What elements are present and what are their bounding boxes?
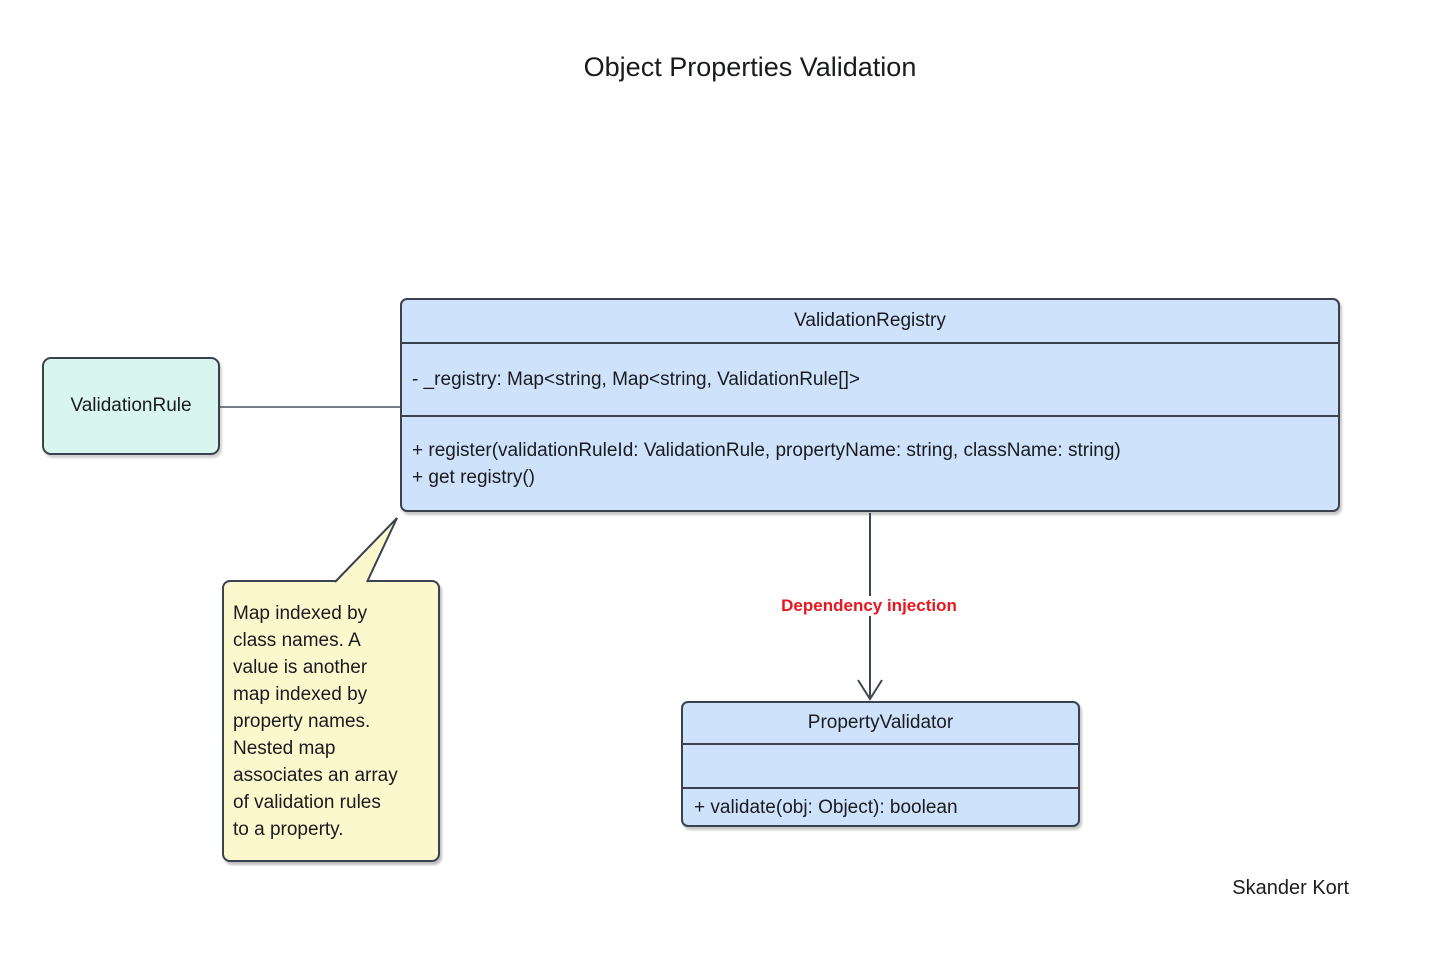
- note-tail-fill: [335, 518, 397, 582]
- dependency-arrowhead-icon: [857, 679, 883, 701]
- author-credit: Skander Kort: [1232, 877, 1349, 899]
- property-validator-attributes: [683, 745, 1078, 789]
- validation-registry-header: ValidationRegistry: [402, 300, 1338, 344]
- note-callout: Map indexed by class names. A value is a…: [222, 580, 440, 862]
- class-box-validation-rule: ValidationRule: [42, 357, 220, 455]
- class-box-validation-registry: ValidationRegistry - _registry: Map<stri…: [400, 298, 1340, 512]
- dependency-arrow-label: Dependency injection: [776, 596, 962, 616]
- note-tail-outline: [334, 517, 398, 583]
- property-validator-methods: + validate(obj: Object): boolean: [694, 796, 958, 818]
- property-validator-name: PropertyValidator: [807, 712, 954, 733]
- property-validator-header: PropertyValidator: [683, 703, 1078, 745]
- class-box-property-validator: PropertyValidator + validate(obj: Object…: [681, 701, 1080, 827]
- validation-rule-name: ValidationRule: [70, 395, 192, 416]
- validation-registry-attributes: - _registry: Map<string, Map<string, Val…: [402, 344, 1338, 417]
- diagram-title: Object Properties Validation: [583, 52, 917, 82]
- validation-registry-methods: + register(validationRuleId: ValidationR…: [412, 439, 1121, 488]
- validation-registry-name: ValidationRegistry: [794, 310, 946, 331]
